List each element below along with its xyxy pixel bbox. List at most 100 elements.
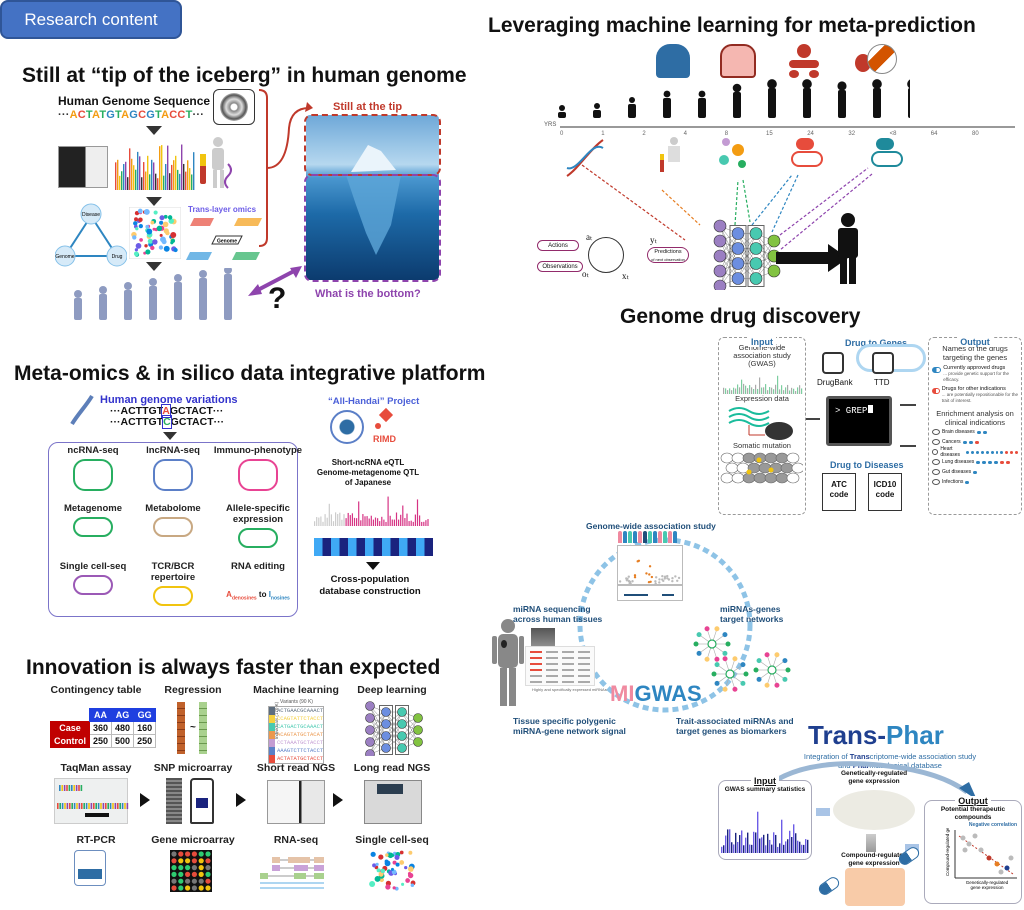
pink-manhattan-bar bbox=[330, 514, 332, 526]
ttd-database-icon bbox=[872, 352, 894, 374]
microarray-spot bbox=[205, 871, 211, 877]
blue-pill-icon bbox=[982, 430, 987, 434]
gwas-bar bbox=[779, 389, 781, 394]
method-label: Single cell-seq bbox=[355, 834, 429, 846]
blue-pill-icon bbox=[932, 367, 942, 373]
omics-label: Allele-specific expression bbox=[226, 503, 290, 525]
nn-edge bbox=[385, 711, 403, 749]
manhattan-bar bbox=[151, 159, 153, 190]
sequence-base: ··· bbox=[192, 109, 205, 121]
genome-sequence: ···ACTATGTAGCGTACCT··· bbox=[58, 109, 204, 121]
microarray-spot bbox=[178, 885, 184, 891]
cluster-point bbox=[392, 860, 397, 865]
taqman-base bbox=[66, 803, 69, 809]
nn-node bbox=[365, 713, 375, 723]
hominid-head bbox=[74, 290, 82, 298]
approved-title: Currently approved drugs bbox=[943, 365, 1006, 371]
nn-node bbox=[713, 219, 727, 233]
cluster-point bbox=[153, 210, 158, 215]
variation-sequences: ···ACTTGTAGCTACT··· ···ACTTGTCGCTACT··· bbox=[110, 404, 224, 429]
nn-node bbox=[749, 242, 763, 255]
method-label: RNA-seq bbox=[273, 834, 319, 846]
organ-icon bbox=[932, 439, 940, 445]
taqman-base bbox=[64, 803, 66, 809]
cluster-point bbox=[385, 853, 389, 857]
regression-bar-right bbox=[199, 702, 207, 754]
tp-manhattan-bar bbox=[779, 843, 781, 853]
gwas-bar bbox=[743, 383, 745, 394]
hominid-body bbox=[174, 282, 182, 320]
umap-cluster-plot bbox=[129, 207, 181, 259]
scatter-point bbox=[994, 861, 1000, 867]
pink-manhattan-bar bbox=[364, 516, 366, 526]
cluster-point bbox=[144, 244, 148, 248]
locus-point bbox=[618, 580, 622, 583]
predictions-label: Predictions bbox=[654, 249, 682, 255]
gene-node bbox=[756, 676, 762, 682]
gene-node bbox=[722, 632, 728, 638]
method-label: TaqMan assay bbox=[60, 762, 132, 774]
qtl-line-3: of Japanese bbox=[344, 478, 392, 487]
table-cell bbox=[562, 663, 574, 665]
omics-label: Metabolome bbox=[145, 503, 201, 514]
manhattan-bar bbox=[127, 177, 129, 190]
tp-manhattan-bar bbox=[743, 845, 745, 853]
gene-node bbox=[732, 656, 738, 662]
table-cell bbox=[546, 651, 558, 653]
microarray-spot bbox=[171, 858, 177, 864]
svg-text:Genome: Genome bbox=[217, 239, 237, 245]
gwas-bar bbox=[749, 385, 751, 394]
taqman-base bbox=[93, 803, 95, 809]
iceberg-section-title: Still at “tip of the iceberg” in human g… bbox=[22, 64, 467, 87]
omics-icon bbox=[153, 459, 193, 491]
pink-manhattan-bar bbox=[406, 513, 408, 526]
life-stage-head bbox=[732, 83, 742, 93]
taqman-base bbox=[119, 803, 121, 809]
contingency-col-header: GG bbox=[133, 708, 157, 722]
manhattan-bar bbox=[153, 162, 155, 190]
mirna-sequencing-label: miRNA sequencing across human tissues bbox=[513, 604, 602, 624]
gene-node bbox=[693, 641, 699, 647]
omics-label: lncRNA-seq bbox=[146, 445, 200, 456]
pink-manhattan-bar bbox=[400, 514, 402, 526]
gene-node bbox=[711, 671, 717, 677]
networks-line-2: target networks bbox=[720, 614, 784, 624]
table-cell bbox=[546, 681, 558, 683]
blue-manhattan-band bbox=[348, 538, 357, 556]
microarray-spot bbox=[198, 851, 204, 857]
gwas-bar bbox=[747, 388, 749, 394]
taqman-base bbox=[112, 803, 114, 809]
sequence-base: A bbox=[92, 109, 100, 121]
pink-manhattan-bar bbox=[360, 520, 362, 526]
seq2-variant: C bbox=[162, 415, 172, 429]
output-names-title: Names of the drugs targeting the genes bbox=[942, 344, 1008, 362]
blue-pill-icon bbox=[966, 450, 970, 454]
networks-line-1: miRNAs-genes bbox=[720, 604, 781, 614]
ml-matrix-row: ACAGTATGCTACAT bbox=[269, 731, 323, 739]
atc-code-doc: ATC code bbox=[822, 473, 856, 511]
locus-point bbox=[633, 574, 637, 577]
nn-edge bbox=[719, 248, 739, 287]
scatter-point bbox=[972, 833, 978, 839]
cluster-point bbox=[162, 221, 169, 228]
table-cell bbox=[546, 657, 558, 659]
tp-manhattan-bar bbox=[793, 824, 795, 853]
migwas-logo: MIGWAS bbox=[610, 681, 702, 707]
manhattan-bar bbox=[125, 161, 127, 190]
ml-matrix-row: ACTGAACGCAAACT bbox=[269, 707, 323, 715]
genetic-expression-ellipse bbox=[833, 790, 915, 830]
mirna-hub-node bbox=[707, 639, 717, 649]
gene-node bbox=[785, 667, 791, 673]
dvd-bubble bbox=[213, 89, 255, 125]
trans-layer-omics-diagram: Genome bbox=[186, 218, 262, 260]
pink-manhattan-bar bbox=[339, 512, 341, 526]
gwas-bar bbox=[771, 387, 773, 394]
cluster-point bbox=[138, 224, 143, 229]
microarray-spot bbox=[198, 865, 204, 871]
life-stage-body bbox=[838, 90, 846, 118]
tp-manhattan-bar bbox=[771, 844, 773, 853]
microarray-spot bbox=[205, 878, 211, 884]
omics-icon bbox=[73, 459, 113, 491]
cluster-point bbox=[379, 877, 384, 883]
nn-node bbox=[381, 743, 391, 753]
